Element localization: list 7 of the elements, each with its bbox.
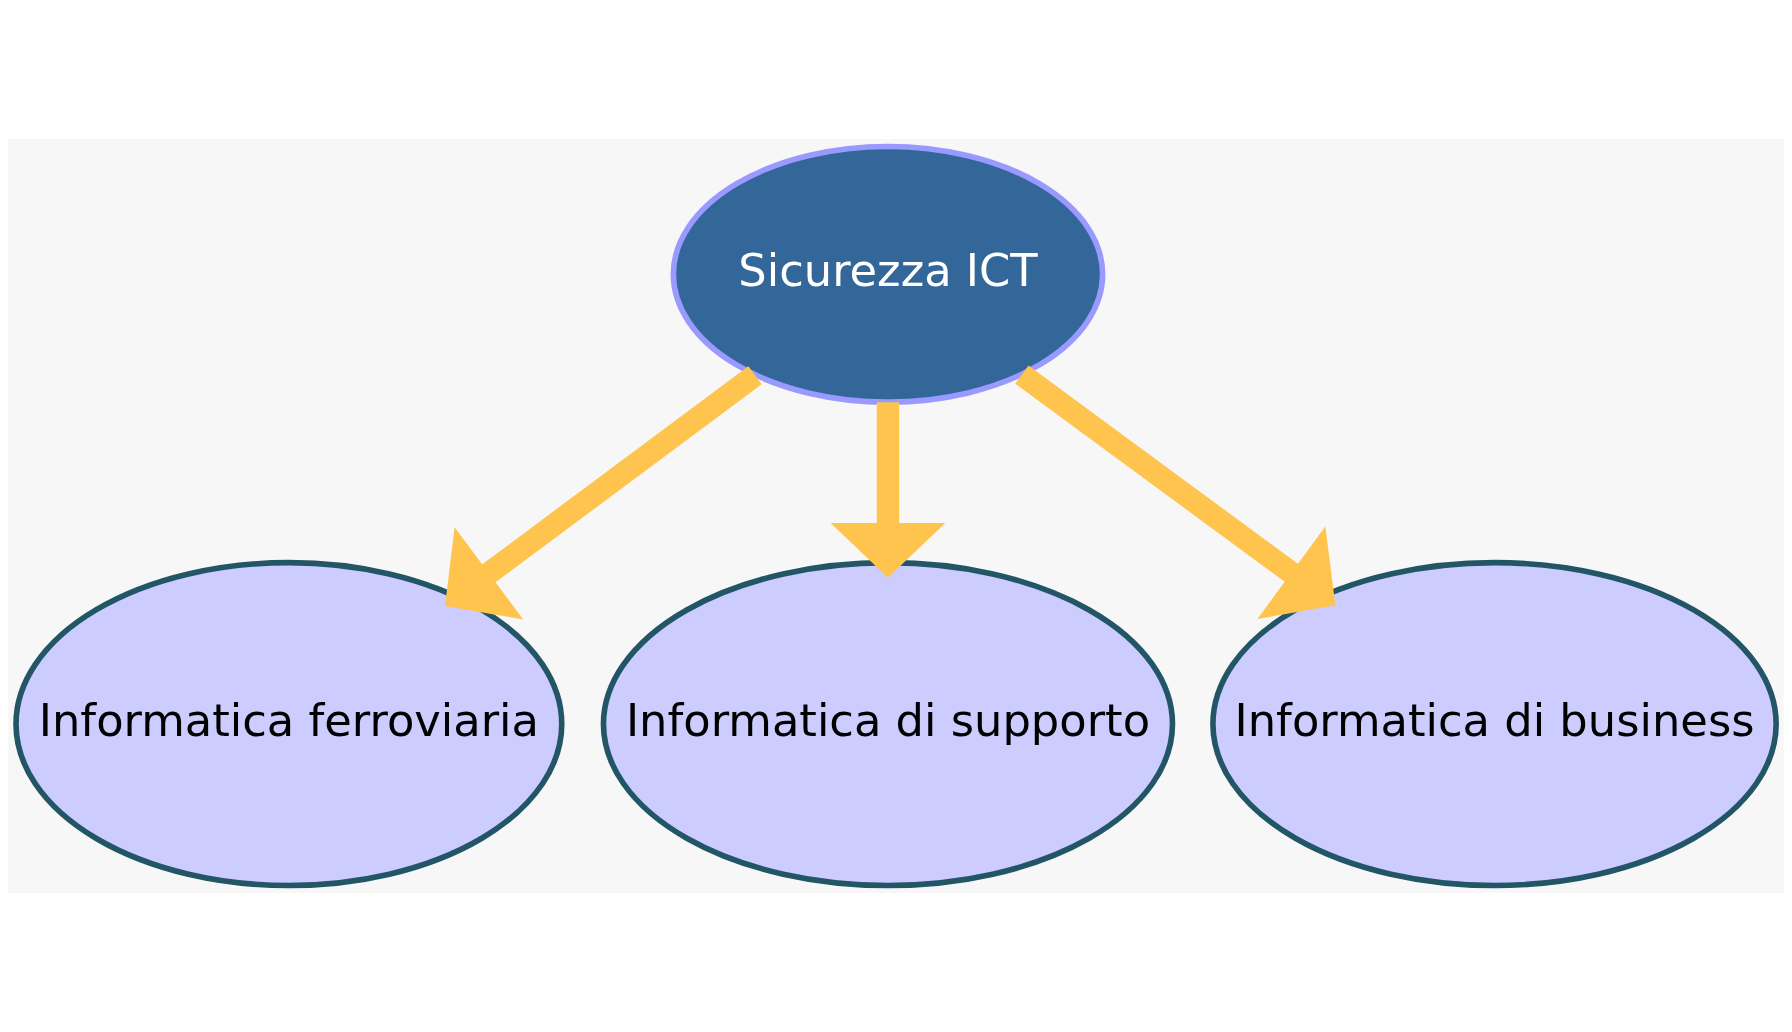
node-ellipse: Informatica ferroviaria <box>13 559 565 889</box>
arrow <box>445 366 762 620</box>
arrow <box>1015 365 1336 620</box>
node-ellipse: Sicurezza ICT <box>670 143 1106 405</box>
arrow <box>830 402 946 578</box>
node-ellipse: Informatica di supporto <box>600 559 1176 889</box>
node-ellipse: Informatica di business <box>1210 559 1779 889</box>
